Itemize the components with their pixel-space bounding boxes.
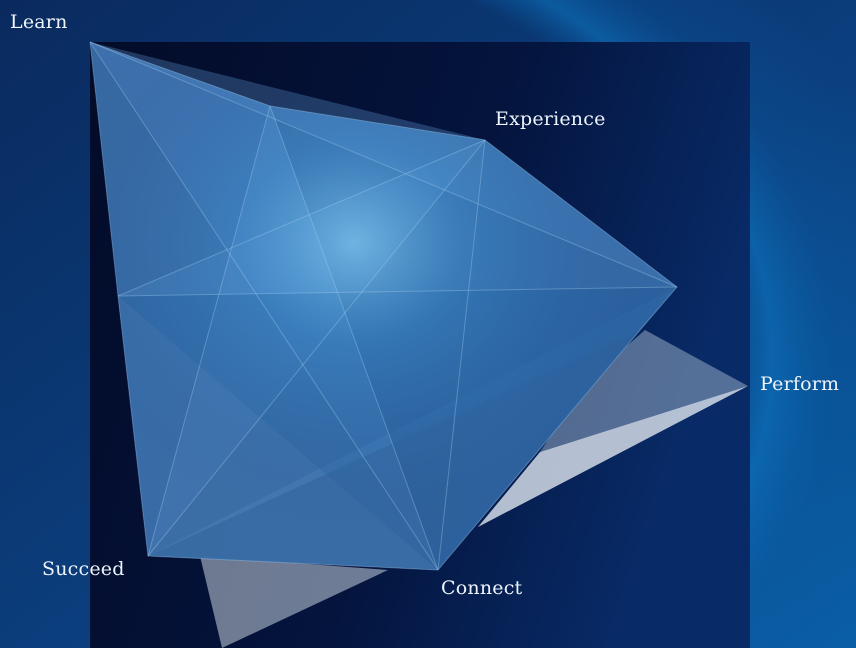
shadow-facet-bottom [200,556,388,648]
label-learn: Learn [10,11,68,33]
crystal-edges [89,41,678,571]
shadow-facet-right-dark [540,330,748,452]
crystal-glow [90,42,677,570]
shadow-facet-right-light [478,386,748,527]
label-succeed: Succeed [42,558,125,580]
label-perform: Perform [760,373,839,395]
label-connect: Connect [441,577,523,599]
label-experience: Experience [495,108,606,130]
